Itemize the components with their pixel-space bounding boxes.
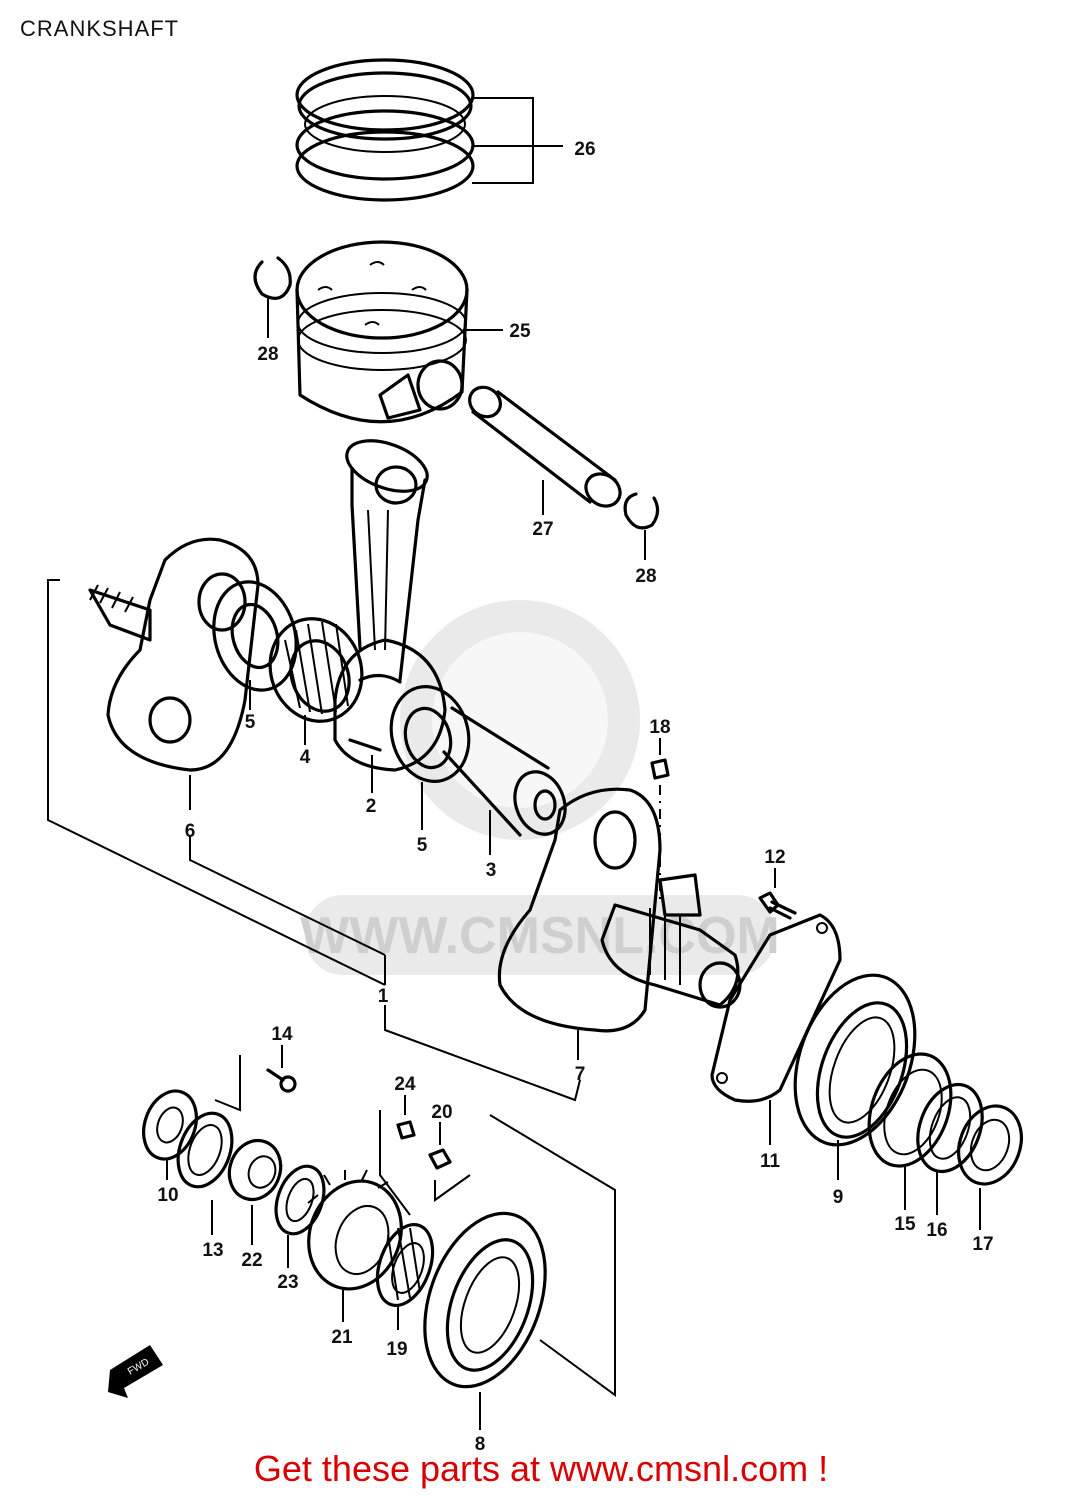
- callout-8: 8: [475, 1434, 486, 1455]
- callout-2: 2: [366, 796, 377, 817]
- callout-16: 16: [926, 1220, 947, 1241]
- callout-24: 24: [394, 1074, 416, 1095]
- callout-14: 14: [271, 1024, 293, 1045]
- callout-27: 27: [532, 519, 553, 540]
- nut-17: [957, 1104, 1023, 1186]
- callout-22: 22: [241, 1250, 262, 1271]
- woodruff-key: [650, 758, 670, 780]
- callout-1: 1: [378, 986, 389, 1007]
- callout-17: 17: [972, 1234, 993, 1255]
- footer-shop-link[interactable]: Get these parts at www.cmsnl.com !: [253, 1448, 829, 1489]
- front-direction-arrow-icon: FWD: [108, 1345, 163, 1398]
- crank-pin: [442, 706, 567, 837]
- watermark-text: WWW.CMSNL.COM: [300, 907, 779, 965]
- connecting-rod: [333, 439, 447, 772]
- callout-26: 26: [574, 139, 595, 160]
- key-24: [396, 1120, 416, 1140]
- callout-3: 3: [486, 860, 497, 881]
- piston: [295, 240, 469, 424]
- timing-gear-15: [867, 1052, 953, 1168]
- spacer-22: [227, 1138, 283, 1202]
- callout-15: 15: [894, 1214, 916, 1235]
- piston-rings: [295, 58, 475, 202]
- bearing-retainer-plate: [710, 913, 842, 1103]
- callout-13: 13: [202, 1240, 223, 1261]
- crankshaft-left-half: [88, 537, 260, 772]
- page-title: CRANKSHAFT: [20, 16, 180, 41]
- primary-drive-gear: [307, 1169, 403, 1291]
- callout-23: 23: [277, 1272, 298, 1293]
- needle-bearing: [268, 617, 364, 723]
- callout-21: 21: [331, 1327, 353, 1348]
- washer-16: [916, 1082, 984, 1174]
- callout-6: 6: [185, 821, 196, 842]
- crankshaft-right-half: [497, 787, 742, 1033]
- screw-14: [266, 1068, 297, 1093]
- oil-seal: [142, 1089, 198, 1161]
- thrust-washer-right: [389, 685, 471, 783]
- callout-20: 20: [431, 1102, 452, 1123]
- callout-19: 19: [386, 1339, 407, 1360]
- callout-4: 4: [300, 747, 311, 768]
- piston-pin: [468, 385, 622, 508]
- callout-9: 9: [833, 1187, 844, 1208]
- callout-7: 7: [575, 1064, 586, 1085]
- callout-12: 12: [764, 847, 785, 868]
- retainer-13: [176, 1111, 234, 1189]
- callout-labels: 1 2 3 4 5 5 6 7 8 9 10 11 12 13 14 15 16…: [157, 139, 993, 1455]
- crankshaft-bearing-right: [793, 973, 917, 1147]
- piston-pin-circlip-left: [253, 256, 292, 300]
- watermark-logo: WWW.CMSNL.COM: [300, 600, 780, 975]
- callout-25: 25: [509, 321, 531, 342]
- crankshaft-bearing-left: [423, 1211, 547, 1389]
- bolt-12: [758, 891, 797, 920]
- gear-19: [375, 1223, 435, 1307]
- callout-28b: 28: [635, 566, 656, 587]
- piston-pin-circlip-right: [623, 492, 660, 530]
- callout-5a: 5: [245, 712, 256, 733]
- callout-18: 18: [649, 717, 670, 738]
- washer-23: [274, 1164, 326, 1236]
- callout-5b: 5: [417, 835, 428, 856]
- nut-20: [428, 1148, 452, 1170]
- callout-10: 10: [157, 1185, 178, 1206]
- callout-11: 11: [760, 1151, 781, 1172]
- callout-28a: 28: [257, 344, 278, 365]
